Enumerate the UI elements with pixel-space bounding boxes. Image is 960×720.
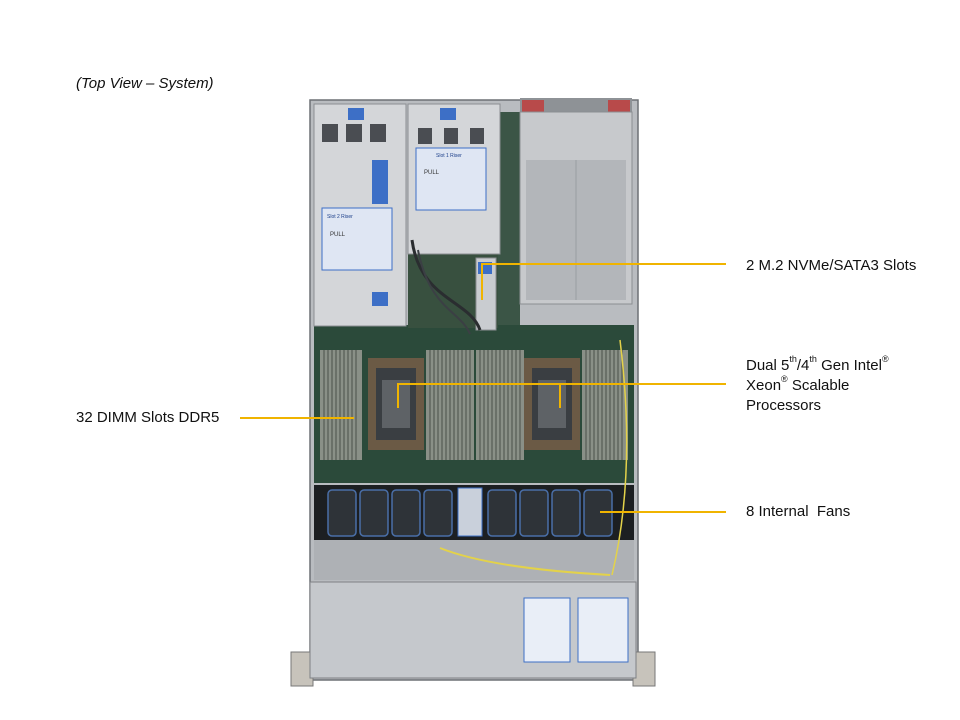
view-caption: (Top View – System)	[76, 75, 214, 92]
riser-label-left: Slot 2 Riser	[327, 214, 353, 220]
m2-slots-label: 2 M.2 NVMe/SATA3 Slots	[746, 257, 917, 274]
cpu-socket-1	[368, 358, 424, 450]
service-label	[523, 597, 571, 663]
cpu-label-line3: Processors	[746, 397, 822, 414]
riser-label-middle: Slot 1 Riser	[436, 153, 462, 159]
cpu-label-line2: Xeon® Scalable	[746, 374, 850, 395]
leader-lines	[240, 263, 726, 513]
internal-fans	[327, 489, 613, 537]
dimm-slots-label: 32 DIMM Slots DDR5	[76, 409, 220, 426]
svg-text:PULL: PULL	[424, 170, 440, 176]
svg-text:PULL: PULL	[330, 232, 346, 238]
leader-m2	[481, 263, 726, 300]
fans-label: 8 Internal Fans	[746, 503, 851, 520]
cpu-socket-2	[524, 358, 580, 450]
leader-cpu-1	[397, 383, 726, 408]
cpu-label: Dual 5th/4th Gen Intel® Xeon® Scalable P…	[746, 354, 889, 416]
cpu-label-line1: Dual 5th/4th Gen Intel®	[746, 354, 889, 375]
psu-handles	[520, 98, 632, 112]
riser-slot-2: Slot 2 Riser PULL	[313, 103, 407, 327]
